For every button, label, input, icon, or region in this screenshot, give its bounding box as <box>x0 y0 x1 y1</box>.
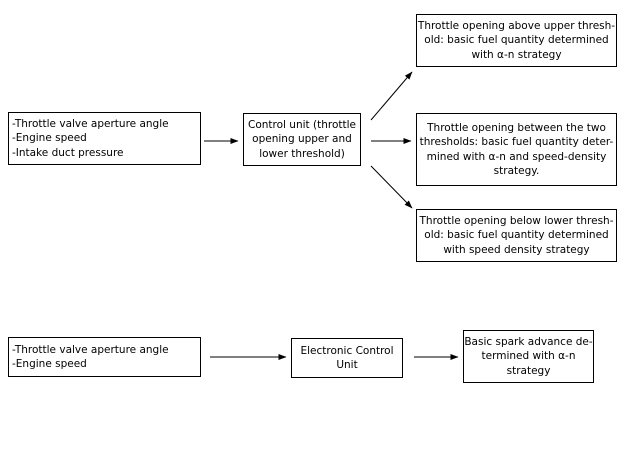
d2-output-line-1: Basic spark advance de- <box>464 335 593 348</box>
d1-arrow-control-to-lower <box>370 165 413 209</box>
d2-output-box: Basic spark advance de- termined with α-… <box>463 330 594 383</box>
d2-control-unit-box: Electronic Control Unit <box>291 338 403 378</box>
d2-input-engine-speed: -Engine speed <box>12 358 87 370</box>
d1-control-unit-box: Control unit (throttle opening upper and… <box>243 113 361 166</box>
d2-input-throttle-angle: -Throttle valve aperture angle <box>12 343 169 356</box>
d1-lower-line-3: with speed density strategy <box>443 243 590 256</box>
d2-output-line-3: strategy <box>506 364 551 377</box>
d1-output-upper-box: Throttle opening above upper thresh- old… <box>416 14 617 67</box>
d1-control-line-1: Control unit (throttle <box>248 118 356 131</box>
d1-output-middle-box: Throttle opening between the two thresho… <box>416 113 617 186</box>
d1-control-line-2: opening upper and <box>252 133 352 146</box>
d1-input-engine-speed: -Engine speed <box>12 132 87 145</box>
d1-upper-line-1: Throttle opening above upper thresh- <box>417 19 616 32</box>
d2-output-line-2: termined with α-n <box>481 350 576 363</box>
d1-control-line-3: lower threshold) <box>259 147 345 160</box>
d1-input-intake-pressure: -Intake duct pressure <box>12 146 124 159</box>
d2-control-line-2: Unit <box>336 359 358 371</box>
d2-control-line-1: Electronic Control <box>300 344 394 357</box>
d1-arrow-control-to-upper <box>370 71 413 121</box>
d1-middle-line-4: strategy. <box>493 165 540 177</box>
d1-upper-line-3: with α-n strategy <box>471 48 562 61</box>
d1-inputs-box: -Throttle valve aperture angle -Engine s… <box>8 112 201 165</box>
d2-inputs-box: -Throttle valve aperture angle -Engine s… <box>8 337 201 377</box>
d1-middle-line-3: mined with α-n and speed-density <box>426 150 607 163</box>
d1-lower-line-1: Throttle opening below lower thresh- <box>419 214 614 227</box>
d1-upper-line-2: old: basic fuel quantity determined <box>424 34 609 47</box>
d1-lower-line-2: old: basic fuel quantity determined <box>424 229 609 242</box>
d1-middle-line-2: thresholds: basic fuel quantity deter- <box>419 136 614 148</box>
d1-input-throttle-angle: -Throttle valve aperture angle <box>12 117 169 130</box>
d1-middle-line-1: Throttle opening between the two <box>427 121 606 134</box>
d1-output-lower-box: Throttle opening below lower thresh- old… <box>416 209 617 262</box>
